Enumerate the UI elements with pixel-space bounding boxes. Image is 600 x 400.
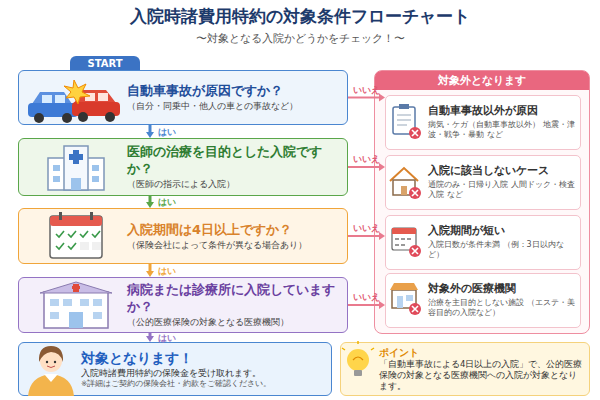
chart-title: 入院時諸費用特約の対象条件フローチャート (0, 5, 600, 28)
case-title: 対象外の医療機関 (428, 282, 576, 296)
edge-label: いいえ (353, 222, 380, 235)
question-note: （保険会社によって条件が異なる場合あり） (127, 240, 341, 251)
excluded-panel: 対象外となります自動車事故以外が原因病気・ケガ（自動車事故以外） 地震・津波・戦… (374, 70, 590, 334)
case-text: 入院日数が条件未満 （例：3日以内など） (428, 240, 576, 261)
result-box: 対象となります！入院時諸費用特約の保険金を受け取れます。※詳細はご契約の保険会社… (18, 342, 332, 396)
result-note: ※詳細はご契約の保険会社・約款をご確認ください。 (81, 379, 325, 389)
flow-arrow (146, 333, 154, 342)
arrow-line (149, 333, 152, 337)
result-title: 対象となります！ (81, 349, 325, 367)
case-text: 治療を主目的としない施設 （エステ・美容目的の入院など） (428, 298, 576, 319)
point-text: 「自動車事故による4日以上の入院」で、公的医療保険の対象となる医療機関への入院が… (379, 359, 583, 392)
excluded-case-box: 入院期間が短い入院日数が条件未満 （例：3日以内など） (385, 215, 581, 270)
question-note: （自分・同乗中・他人の車との事故など） (127, 101, 341, 112)
case-text: 病気・ケガ（自動車事故以外） 地震・津波・戦争・暴動 など (428, 120, 576, 141)
panel-header: 対象外となります (375, 71, 589, 90)
point-box: ポイント「自動車事故による4日以上の入院」で、公的医療保険の対象となる医療機関へ… (340, 342, 590, 396)
arrow-line (149, 196, 152, 203)
edge-label: はい (158, 126, 176, 139)
question-box: 医師の治療を目的とした入院ですか？ （医師の指示による入院） (18, 138, 348, 196)
question-note: （医師の指示による入院） (127, 179, 341, 190)
edge-label: いいえ (353, 153, 380, 166)
arrow-line (149, 125, 152, 133)
edge-label: はい (158, 265, 176, 278)
point-title: ポイント (379, 346, 583, 359)
case-title: 入院に該当しないケース (428, 164, 576, 178)
question-box: 自動車事故が原因ですか？ （自分・同乗中・他人の車との事故など） (18, 70, 348, 125)
edge-label: いいえ (353, 84, 380, 97)
edge-label: いいえ (353, 291, 380, 304)
excluded-case-box: 自動車事故以外が原因病気・ケガ（自動車事故以外） 地震・津波・戦争・暴動 など (385, 95, 581, 150)
edge-label: はい (158, 332, 176, 345)
case-text: 通院のみ・日帰り入院 人間ドック・検査入院 など (428, 180, 576, 201)
question-text: 病院または診療所に入院していますか？ (127, 282, 341, 315)
flow-arrow (146, 264, 154, 277)
question-box: 病院または診療所に入院していますか？ （公的医療保険の対象となる医療機関） (18, 277, 348, 333)
flow-arrow (146, 125, 154, 138)
excluded-case-box: 入院に該当しないケース通院のみ・日帰り入院 人間ドック・検査入院 など (385, 155, 581, 210)
question-text: 医師の治療を目的とした入院ですか？ (127, 144, 341, 177)
start-tab: START (70, 56, 140, 70)
start-label: START (87, 58, 122, 69)
result-text: 入院時諸費用特約の保険金を受け取れます。 (81, 367, 325, 379)
flow-arrow (146, 196, 154, 208)
question-text: 入院期間は4日以上ですか？ (127, 222, 341, 238)
case-title: 自動車事故以外が原因 (428, 104, 576, 118)
subtitle: 〜対象となる入院かどうかをチェック！〜 (0, 31, 600, 46)
question-box: 入院期間は4日以上ですか？ （保険会社によって条件が異なる場合あり） (18, 208, 348, 264)
question-text: 自動車事故が原因ですか？ (127, 83, 341, 99)
excluded-case-box: 対象外の医療機関治療を主目的としない施設 （エステ・美容目的の入院など） (385, 273, 581, 328)
question-note: （公的医療保険の対象となる医療機関） (127, 317, 341, 328)
arrow-line (149, 264, 152, 272)
case-title: 入院期間が短い (428, 224, 576, 238)
edge-label: はい (158, 196, 176, 209)
